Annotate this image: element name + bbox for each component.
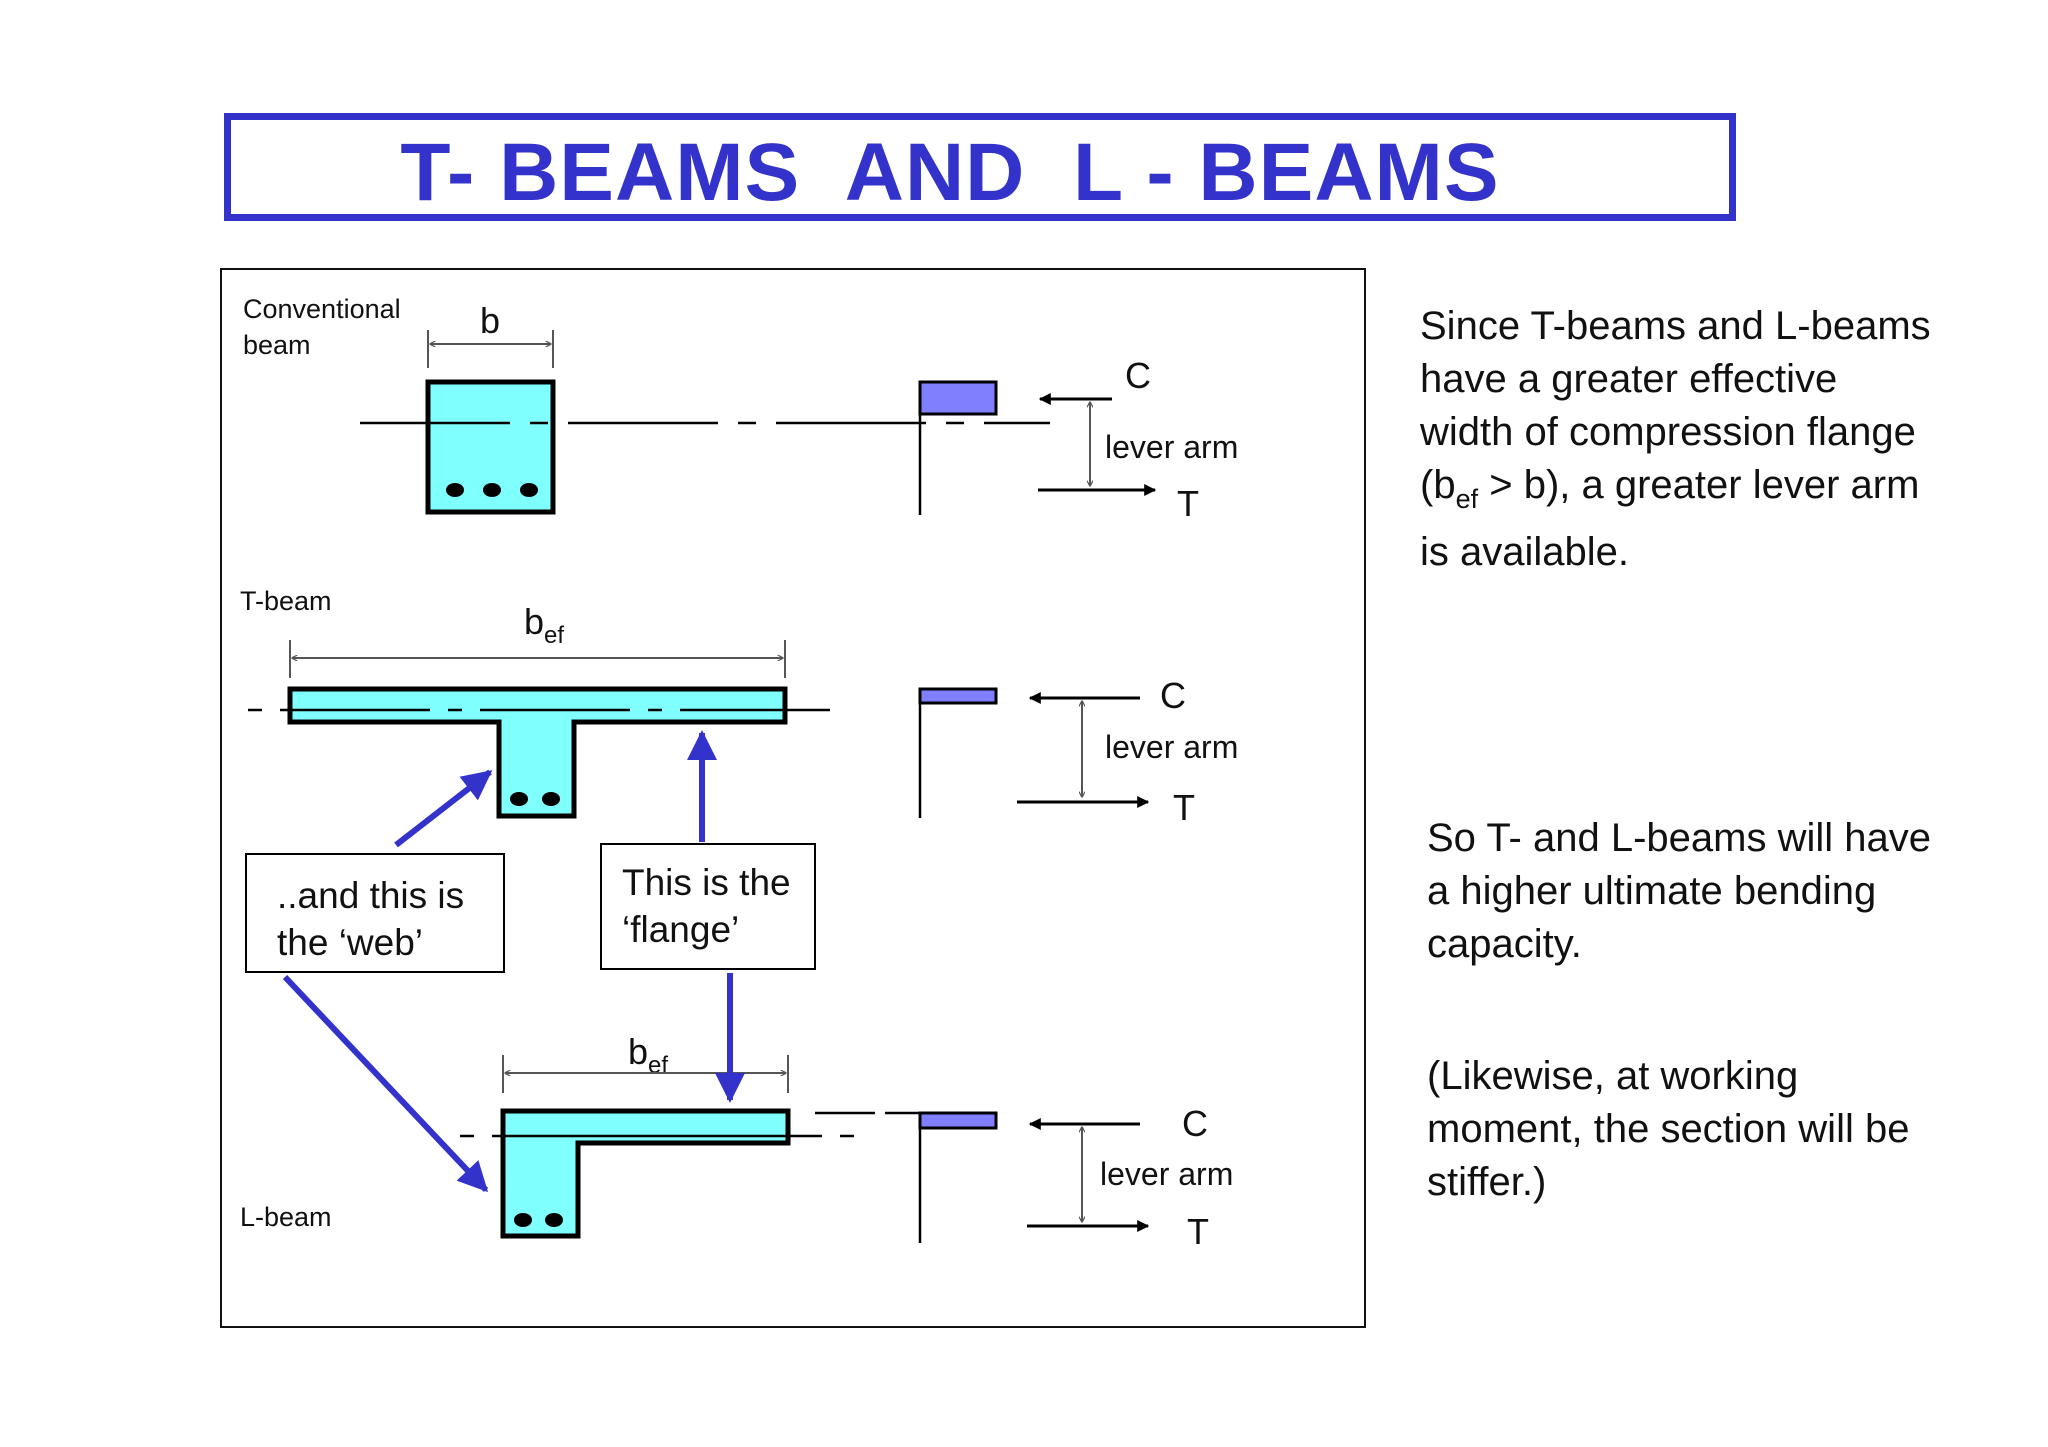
compression-block	[918, 380, 998, 416]
compression-c-label: C	[1125, 355, 1151, 396]
width-b-dimension	[427, 330, 554, 368]
lbeam-t-label: T	[1187, 1211, 1209, 1252]
t-beam-group: T-beam bef C lever arm T	[240, 586, 1238, 828]
web-callout-box	[245, 853, 505, 973]
web-arrow-to-lbeam	[282, 974, 489, 1193]
lbeam-lever-arm-label: lever arm	[1100, 1156, 1233, 1192]
rebar-dots	[446, 483, 538, 497]
flange-callout: This is the ‘flange’	[600, 730, 816, 1103]
l-section	[500, 1108, 791, 1239]
t-section	[287, 686, 788, 819]
tension-t-label: T	[1177, 483, 1199, 524]
tbeam-lever-arm-label: lever arm	[1105, 729, 1238, 765]
flange-callout-line2: ‘flange’	[622, 909, 739, 950]
explanation-paragraph-1: Since T-beams and L-beams have a greater…	[1420, 304, 1931, 574]
width-b-label: b	[480, 300, 500, 341]
explanation-paragraph-2: So T- and L-beams will have a higher ult…	[1427, 816, 1931, 966]
flange-callout-line1: This is the	[622, 862, 791, 903]
web-callout-line2: the ‘web’	[277, 922, 423, 963]
conventional-label: Conventional	[243, 294, 401, 324]
tbeam-label: T-beam	[240, 586, 332, 616]
tbeam-c-label: C	[1160, 675, 1186, 716]
tbeam-t-label: T	[1173, 787, 1195, 828]
web-callout: ..and this is the ‘web’	[245, 769, 505, 1193]
lbeam-bef-label: bef	[628, 1031, 668, 1079]
tbeam-bef-label: bef	[524, 601, 564, 649]
web-arrow-to-tbeam	[394, 769, 493, 848]
web-callout-line1: ..and this is	[277, 875, 464, 916]
tbeam-compression-block	[918, 687, 998, 705]
title-box: T- BEAMS AND L - BEAMS	[224, 113, 1736, 221]
lbeam-rebar-dots	[514, 1213, 563, 1227]
page-title: T- BEAMS AND L - BEAMS	[400, 127, 1500, 218]
conventional-beam-group: Conventional beam b C lever arm T	[243, 294, 1238, 524]
diagram-frame	[220, 268, 1366, 1328]
tbeam-rebar-dots	[510, 792, 560, 806]
flange-callout-box	[600, 843, 816, 970]
lbeam-c-label: C	[1182, 1103, 1208, 1144]
tbeam-bef-dimension	[289, 640, 786, 678]
lbeam-label: L-beam	[240, 1202, 332, 1232]
conventional-label-2: beam	[243, 330, 311, 360]
explanation-paragraph-3: (Likewise, at working moment, the sectio…	[1427, 1054, 1910, 1204]
l-beam-group: L-beam bef C lever arm T	[240, 1031, 1233, 1252]
lever-arm-label: lever arm	[1105, 429, 1238, 465]
lbeam-compression-block	[918, 1111, 998, 1130]
